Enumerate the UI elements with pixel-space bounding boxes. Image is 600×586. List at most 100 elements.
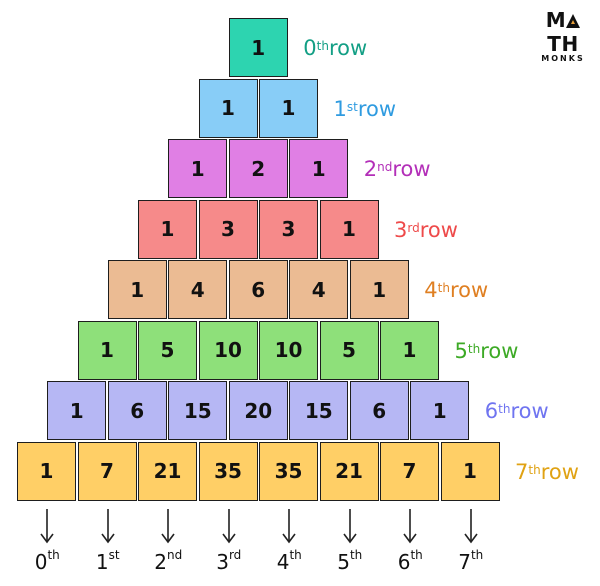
row-label-number: 1	[333, 96, 347, 121]
down-arrow-icon	[464, 509, 478, 544]
triangle-cell: 1	[47, 381, 107, 440]
row-label-suffix: th	[528, 462, 541, 477]
row-label-suffix: nd	[377, 160, 393, 174]
triangle-cell: 1	[259, 78, 318, 138]
triangle-cell: 1	[138, 199, 197, 259]
logo-main-prefix: M	[545, 8, 567, 32]
triangle-cell: 15	[168, 381, 228, 440]
row-label-word: row	[419, 217, 458, 242]
column-label-suffix: nd	[167, 548, 183, 563]
down-arrow-icon	[161, 509, 175, 544]
row-label-number: 3	[394, 217, 408, 242]
triangle-cell: 3	[198, 199, 258, 259]
column-label-suffix: th	[289, 548, 302, 563]
column-label-number: 1	[95, 550, 109, 574]
mathmonks-logo: MTH MONKS	[532, 8, 594, 63]
row-label-suffix: th	[467, 341, 481, 356]
triangle-cell: 1	[289, 139, 349, 198]
triangle-cell: 4	[168, 260, 228, 319]
column-label-number: 7	[458, 550, 471, 574]
triangle-cell: 6	[349, 381, 409, 440]
column-label: 4th	[259, 548, 319, 574]
down-arrow-icon	[343, 509, 357, 544]
column-label: 6th	[380, 548, 440, 574]
row-label-number: 7	[515, 459, 529, 484]
column-label-number: 4	[276, 550, 290, 574]
row-label-number: 2	[363, 157, 378, 181]
triangle-cell: 1	[349, 260, 409, 319]
down-arrow-icon	[222, 509, 236, 544]
triangle-cell: 2	[228, 139, 288, 198]
column-label: 7th	[441, 548, 501, 574]
down-arrow-icon	[282, 509, 296, 544]
triangle-cell: 20	[228, 381, 288, 440]
column-label: 2nd	[138, 548, 198, 574]
triangle-cell: 21	[138, 441, 197, 501]
column-label: 5th	[320, 548, 380, 574]
logo-main-suffix: TH	[547, 32, 579, 56]
triangle-cell: 3	[259, 199, 318, 259]
triangle-cell: 10	[198, 320, 258, 380]
triangle-cell: 1	[410, 381, 470, 440]
triangle-cell: 21	[319, 441, 379, 501]
column-label: 0th	[17, 548, 77, 574]
column-label-number: 5	[337, 550, 350, 574]
row-label-suffix: st	[346, 99, 358, 114]
triangle-cell: 1	[380, 320, 439, 380]
logo-subtitle: MONKS	[541, 54, 585, 63]
row-label-word: row	[540, 459, 579, 484]
triangle-cell: 1	[17, 441, 76, 501]
row-label-word: row	[357, 96, 397, 121]
row-label-word: row	[449, 278, 489, 302]
down-arrow-icon	[40, 509, 54, 544]
triangle-cell: 1	[440, 441, 500, 501]
row-label-suffix: th	[437, 281, 450, 295]
column-label-suffix: th	[470, 548, 484, 563]
row-label-number: 4	[424, 278, 438, 302]
column-label: 1st	[78, 548, 138, 574]
triangle-cell: 1	[198, 78, 258, 138]
column-label: 3rd	[199, 548, 259, 574]
column-label-suffix: th	[47, 548, 60, 563]
triangle-cell: 15	[289, 381, 349, 440]
row-label-suffix: th	[498, 402, 511, 416]
row-label-word: row	[392, 157, 431, 181]
column-label-number: 6	[397, 550, 411, 574]
row-label-word: row	[510, 399, 549, 423]
column-label-suffix: rd	[228, 548, 242, 563]
triangle-cell: 6	[228, 260, 288, 319]
column-label-suffix: th	[410, 548, 423, 563]
row-label-number: 6	[484, 399, 499, 423]
triangle-cell: 35	[198, 441, 258, 501]
triangle-cell: 35	[259, 441, 318, 501]
column-label-number: 2	[154, 550, 167, 574]
triangle-cell: 1	[107, 260, 167, 319]
row-label-number: 0	[303, 36, 317, 60]
triangle-cell: 7	[77, 441, 137, 501]
row-label-word: row	[328, 36, 368, 60]
triangle-cell: 5	[319, 320, 379, 380]
triangle-cell: 7	[380, 441, 439, 501]
column-label-suffix: th	[349, 548, 363, 563]
row-label-word: row	[480, 338, 519, 363]
column-label-suffix: st	[108, 548, 120, 563]
down-arrow-icon	[403, 509, 417, 544]
row-label-suffix: rd	[407, 220, 420, 235]
triangle-cell: 10	[259, 320, 318, 380]
triangle-cell: 1	[77, 320, 137, 380]
column-label-number: 3	[216, 550, 229, 574]
down-arrow-icon	[101, 509, 115, 544]
triangle-cell: 1	[168, 139, 228, 198]
column-label-number: 0	[34, 550, 48, 574]
triangle-cell: 6	[107, 381, 167, 440]
triangle-cell: 4	[289, 260, 349, 319]
triangle-cell: 1	[319, 199, 379, 259]
